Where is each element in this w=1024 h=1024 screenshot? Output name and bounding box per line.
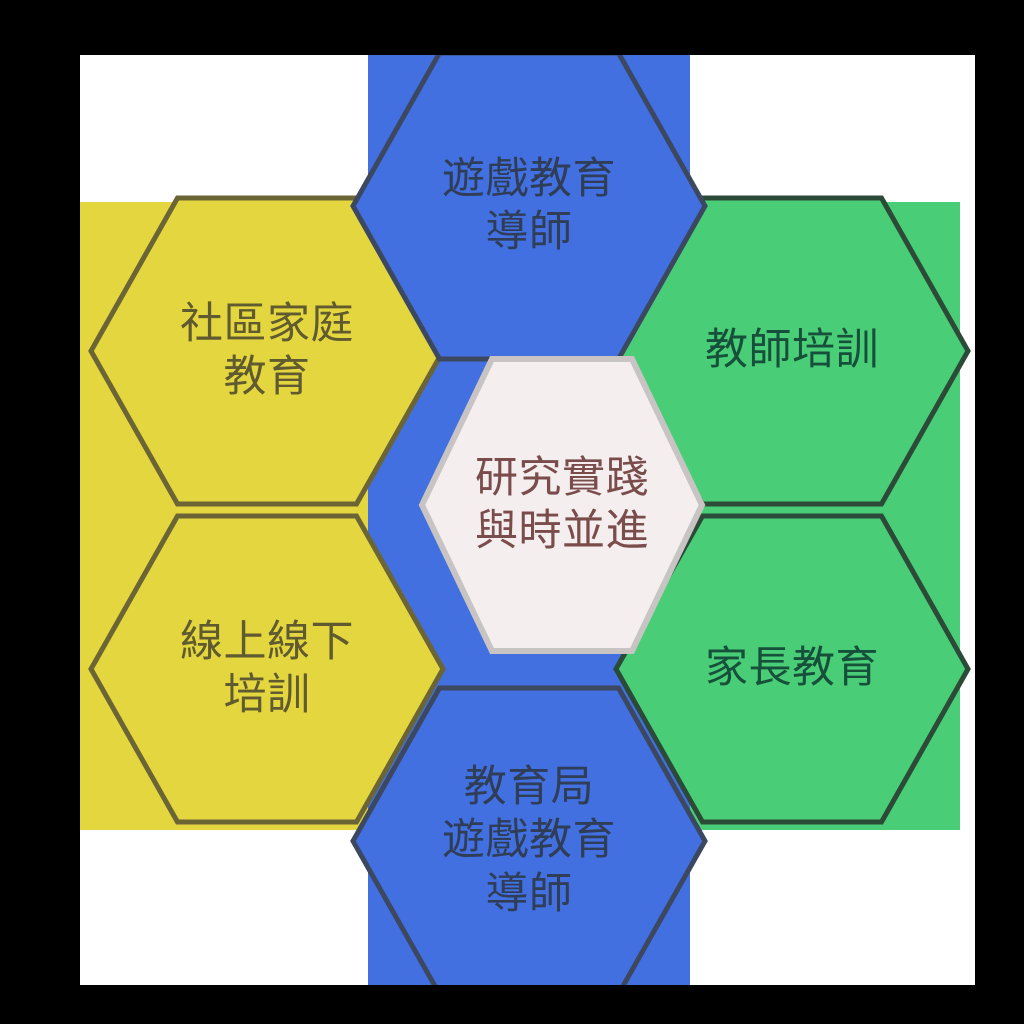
hexagon-shape-icon (418, 356, 706, 654)
hexagon-shape-icon (613, 513, 971, 825)
hexagon-shape-icon (350, 685, 708, 985)
hex-node-bottom[interactable]: 教育局 遊戲教育 導師 (350, 685, 708, 985)
hexagon-shape-icon (88, 513, 446, 825)
diagram-canvas: 社區家庭 教育 線上線下 培訓 教師培訓 家長教育 (80, 55, 975, 985)
hexagon-shape-icon (350, 55, 708, 362)
hex-node-top[interactable]: 遊戲教育 導師 (350, 55, 708, 362)
hex-node-center[interactable]: 研究實踐 與時並進 (418, 355, 706, 655)
